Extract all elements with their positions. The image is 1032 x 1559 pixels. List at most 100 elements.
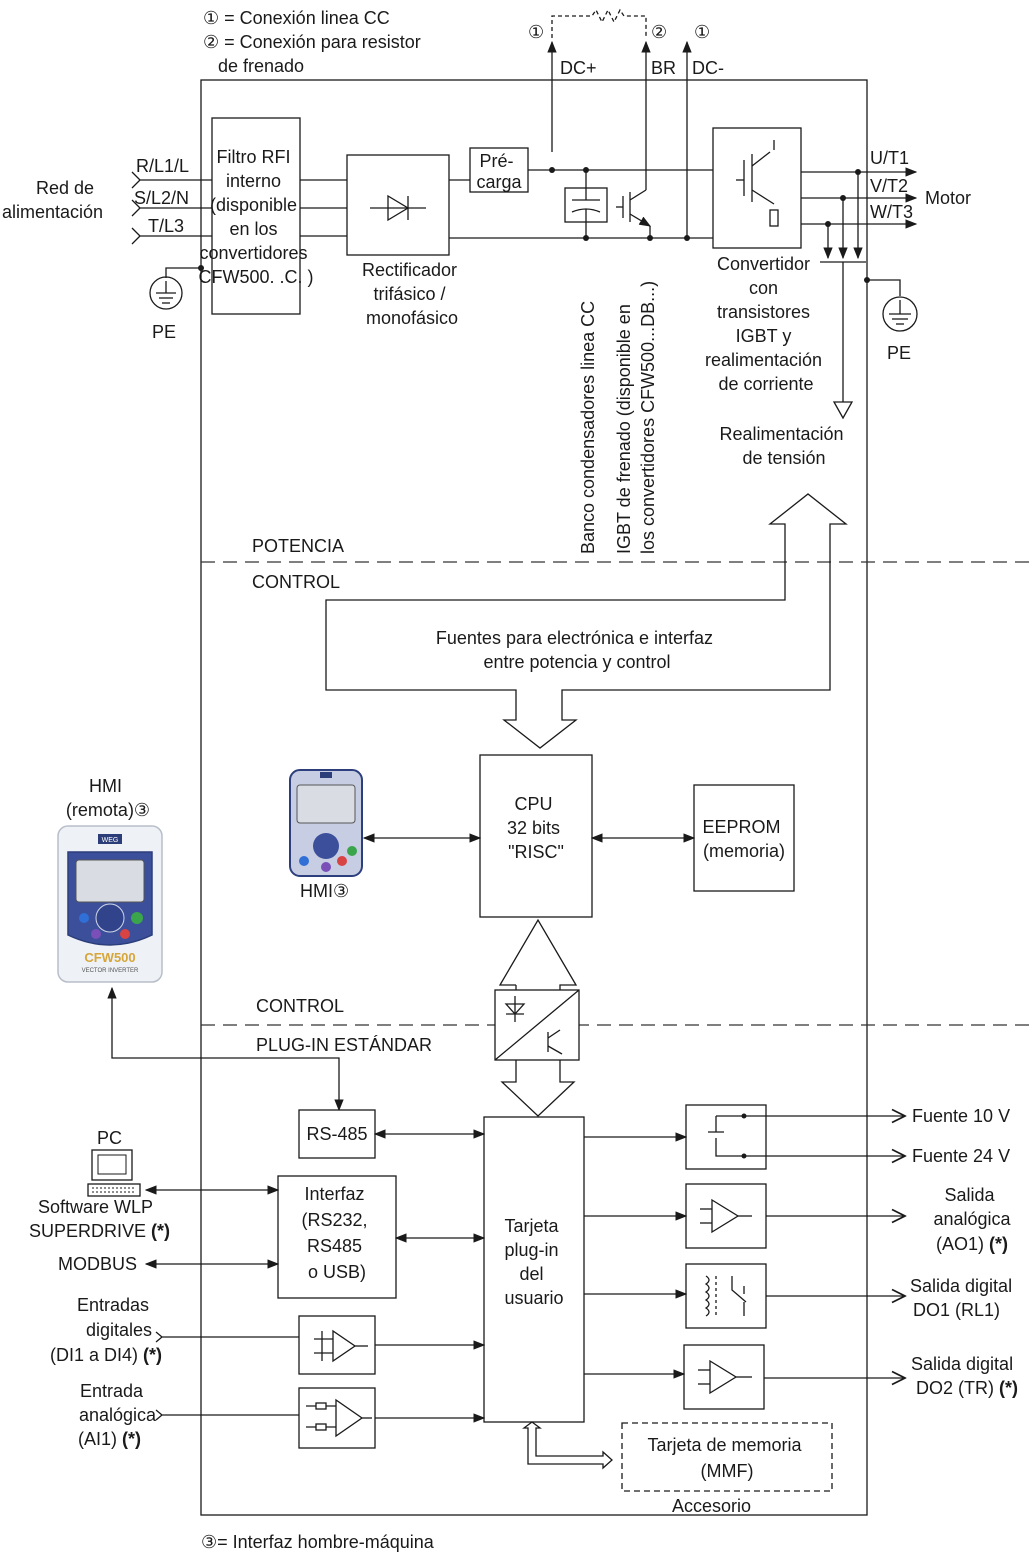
software-label-2: SUPERDRIVE (*) [29, 1221, 170, 1241]
pe-left-label: PE [152, 322, 176, 342]
terminal-mark-dc-plus: ① [528, 22, 544, 42]
brake-igbt-icon [616, 189, 652, 238]
optocoupler-icon [494, 989, 580, 1061]
analog-output-text: Salida analógica [933, 1185, 1011, 1229]
capacitor-icon [564, 170, 608, 238]
phase-label-2: S/L2/N [134, 188, 189, 208]
dc-minus-label: DC- [692, 58, 724, 78]
rfi-filter-box [211, 117, 301, 315]
terminal-mark-dc-minus: ① [694, 22, 710, 42]
precharge-text: Pré- carga [476, 151, 522, 192]
interface-box [277, 1175, 397, 1299]
voltage-feedback-text: Realimentación de tensión [719, 424, 848, 468]
memory-card-arrow [522, 1421, 613, 1470]
user-plugin-card-box [483, 1116, 585, 1423]
pc-label: PC [97, 1128, 122, 1148]
output-lines [801, 167, 918, 420]
legend-brake-resistor: ② = Conexión para resistor [203, 32, 421, 52]
section-control-2: CONTROL [256, 996, 344, 1016]
user-plugin-card-text: Tarjeta plug-in del usuario [504, 1216, 563, 1308]
memory-card-box [621, 1422, 833, 1492]
hmi-local-label: HMI③ [300, 881, 349, 901]
converter-frame [200, 79, 868, 1516]
buffer-icon-ao [700, 1198, 752, 1234]
hmi-remote-label: HMI (remota)③ [66, 776, 150, 820]
dc-bus-lines [449, 169, 713, 239]
rs485-box [298, 1109, 376, 1159]
diode-icon [370, 194, 426, 222]
section-power: POTENCIA [252, 536, 344, 556]
analog-output-box [685, 1183, 767, 1249]
rectifier-box [346, 154, 450, 256]
power-control-interface-arrow [325, 493, 848, 749]
analog-input-text-3: (AI1) (*) [78, 1429, 141, 1449]
legend-hmi: ③= Interfaz hombre-máquina [201, 1532, 435, 1552]
cpu-text: CPU 32 bits "RISC" [507, 794, 565, 862]
digital-out2-text-1: Salida digital [911, 1354, 1013, 1374]
pc-icon [87, 1149, 141, 1197]
supply-label-1: Red de [36, 178, 94, 198]
legend-dc-link: ① = Conexión linea CC [203, 8, 390, 28]
buffer-icon-do2 [698, 1359, 752, 1395]
section-plugin: PLUG-IN ESTÁNDAR [256, 1035, 432, 1055]
digital-out1-text-2: DO1 (RL1) [913, 1300, 1000, 1320]
legend-brake-resistor-2: de frenado [218, 56, 304, 76]
precharge-box [469, 147, 529, 193]
hmi-remote-device: WEG CFW500 VECTOR INVERTER [57, 825, 163, 983]
motor-label: Motor [925, 188, 971, 208]
inverter-box [712, 127, 802, 249]
power-supply-box [685, 1104, 767, 1170]
output-u: U/T1 [870, 148, 909, 168]
igbt-icon [736, 140, 779, 227]
ai-input-line [155, 1409, 299, 1421]
output-v: V/T2 [870, 176, 908, 196]
digital-out1-text-1: Salida digital [910, 1276, 1012, 1296]
memory-card-text: Tarjeta de memoria (MMF) [647, 1435, 806, 1481]
plugin-bus-arrow [500, 1060, 576, 1117]
dc-plus-label: DC+ [560, 58, 597, 78]
rs485-label: RS-485 [306, 1124, 367, 1144]
pe-right-label: PE [887, 343, 911, 363]
brake-resistor [551, 8, 647, 38]
digital-inputs-text: Entradas digitales [77, 1295, 154, 1340]
hmi-model: CFW500 [84, 950, 135, 965]
software-label-1: Software WLP [38, 1197, 153, 1217]
hmi-local-device [289, 769, 363, 877]
digital-out2-text-2: DO2 (TR) (*) [916, 1378, 1018, 1398]
hmi-model-subtitle: VECTOR INVERTER [82, 968, 139, 974]
remote-hmi-link [107, 986, 344, 1112]
eeprom-box [693, 784, 795, 892]
phase-label-1: R/L1/L [136, 156, 189, 176]
inverter-text: Convertidor con transistores IGBT y real… [705, 254, 827, 394]
source24-label: Fuente 24 V [912, 1146, 1010, 1166]
diff-amp-icon-ai [306, 1398, 372, 1438]
igbt-brake-label-2: los convertidores CFW500...DB...) [638, 281, 658, 554]
analog-input-text: Entrada analógica [79, 1381, 157, 1425]
supply-label-2: alimentación [2, 202, 103, 222]
br-label: BR [651, 58, 676, 78]
digital-inputs-text-3: (DI1 a DI4) (*) [50, 1345, 162, 1365]
phase-input-lines [131, 171, 212, 245]
filter-to-rectifier-lines [300, 179, 347, 237]
capacitor-bank-label: Banco condensadores linea CC [578, 301, 598, 554]
rfi-filter-text: Filtro RFI interno (disponible en los co… [198, 147, 313, 287]
source10-label: Fuente 10 V [912, 1106, 1010, 1126]
relay-icon [704, 1275, 747, 1317]
modbus-label: MODBUS [58, 1254, 137, 1274]
ground-icon-left [149, 265, 204, 310]
power-supplies-text: Fuentes para electrónica e interfaz entr… [436, 628, 718, 672]
interface-text: Interfaz (RS232, RS485 o USB) [301, 1184, 372, 1282]
di-input-line [155, 1331, 299, 1343]
ground-icon-right [864, 277, 918, 332]
digital-input-box [298, 1315, 376, 1375]
igbt-brake-label-1: IGBT de frenado (disponible en [614, 304, 634, 554]
cpu-isolator-arrow [498, 918, 578, 990]
hmi-brand: WEG [102, 837, 119, 844]
output-w: W/T3 [870, 202, 913, 222]
rectifier-text: Rectificador trifásico / monofásico [362, 260, 462, 328]
terminal-mark-br: ② [651, 22, 667, 42]
eeprom-text: EEPROM (memoria) [702, 817, 785, 861]
cpu-box [479, 754, 593, 918]
phase-label-3: T/L3 [148, 216, 184, 236]
